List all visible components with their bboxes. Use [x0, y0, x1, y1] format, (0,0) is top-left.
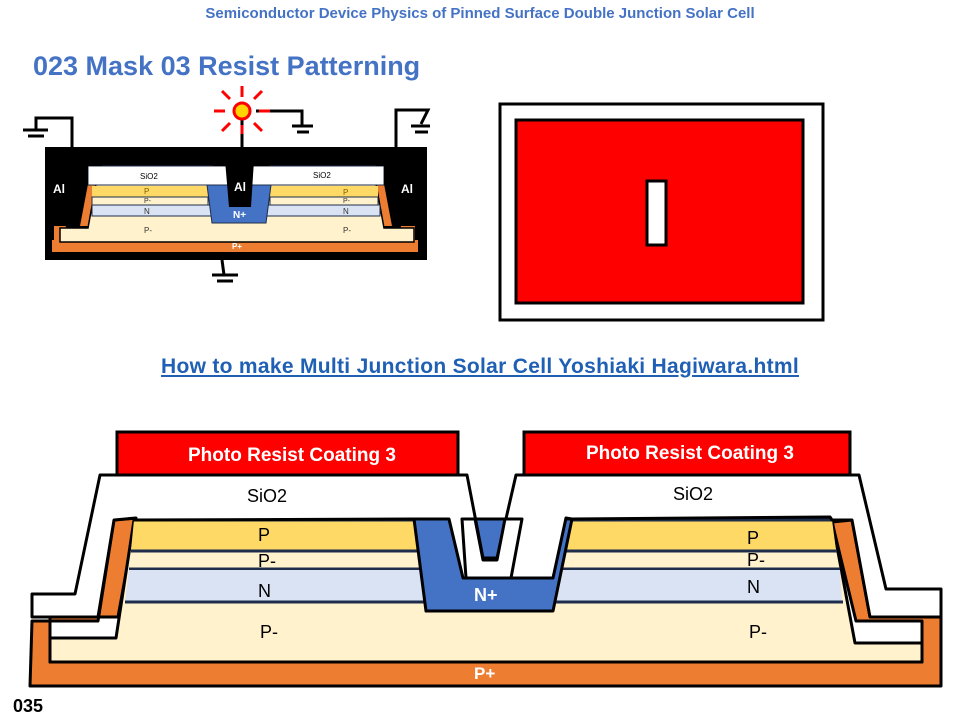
n-layer-left [91, 204, 213, 217]
pplus-band [52, 240, 418, 252]
wire-right [394, 108, 431, 147]
n-layer-right [265, 204, 381, 217]
sio2-label-left: SiO2 [140, 172, 158, 181]
n-label-left: N [144, 207, 150, 216]
wire-left [34, 116, 74, 148]
pminus-bulk-label-right: P- [749, 622, 767, 642]
sio2-trench [460, 517, 524, 580]
mask-resist-area [514, 118, 805, 305]
pplus-label: P+ [232, 242, 242, 251]
header-title: Semiconductor Device Physics of Pinned S… [205, 5, 755, 22]
pminus-label-right: P- [343, 198, 351, 205]
sio2-label-left: SiO2 [247, 486, 287, 506]
sio2-label-right: SiO2 [313, 171, 331, 180]
large-cross-section-diagram: Photo Resist Coating 3 Photo Resist Coat… [28, 430, 943, 688]
nplus-label: N+ [233, 210, 246, 221]
al-label-left: Al [53, 182, 65, 196]
ground-icon [411, 124, 430, 134]
pminus-thin-right [269, 196, 379, 206]
pminus-label-left: P- [144, 198, 152, 205]
resist-label-right: Photo Resist Coating 3 [586, 443, 794, 464]
p-label-left: P [258, 525, 270, 545]
p-label-right: P [343, 188, 348, 197]
wire-light-to-ground [256, 109, 304, 126]
resist-label-left: Photo Resist Coating 3 [188, 445, 396, 466]
light-source-icon [214, 86, 270, 134]
ground-icon [23, 128, 48, 138]
mask-opening [645, 179, 668, 247]
wire-bottom [220, 259, 226, 276]
p-label-right: P [747, 528, 759, 548]
pplus-label: P+ [474, 664, 495, 683]
mask-03 [498, 102, 825, 322]
n-label-right: N [343, 207, 349, 216]
al-label-right: Al [401, 182, 413, 196]
n-label-left: N [258, 581, 271, 601]
p-layer-right [270, 186, 378, 197]
pminus-bulk-label-left: P- [144, 226, 152, 235]
pminus-bulk-label-right: P- [343, 226, 351, 235]
pminus-label-right: P- [747, 550, 765, 570]
page-number: 035 [13, 696, 44, 716]
al-electrode-right [376, 147, 427, 256]
nplus-label: N+ [474, 585, 498, 605]
pminus-bulk-label-left: P- [260, 622, 278, 642]
ground-icon [292, 124, 313, 134]
html-link[interactable]: How to make Multi Junction Solar Cell Yo… [160, 355, 799, 378]
al-electrode-left [45, 148, 102, 256]
n-label-right: N [747, 577, 760, 597]
pminus-label-left: P- [258, 551, 276, 571]
slide-title: 023 Mask 03 Resist Patterning [33, 51, 421, 81]
p-layer-left [92, 186, 208, 197]
ground-icon [212, 273, 238, 283]
photo-resist-right [522, 430, 852, 477]
al-electrode-center-plug [225, 160, 254, 207]
sio2-label-right: SiO2 [673, 484, 713, 504]
photo-resist-left [115, 430, 460, 477]
al-label-center: Al [234, 180, 246, 194]
p-label-left: P [144, 187, 149, 196]
